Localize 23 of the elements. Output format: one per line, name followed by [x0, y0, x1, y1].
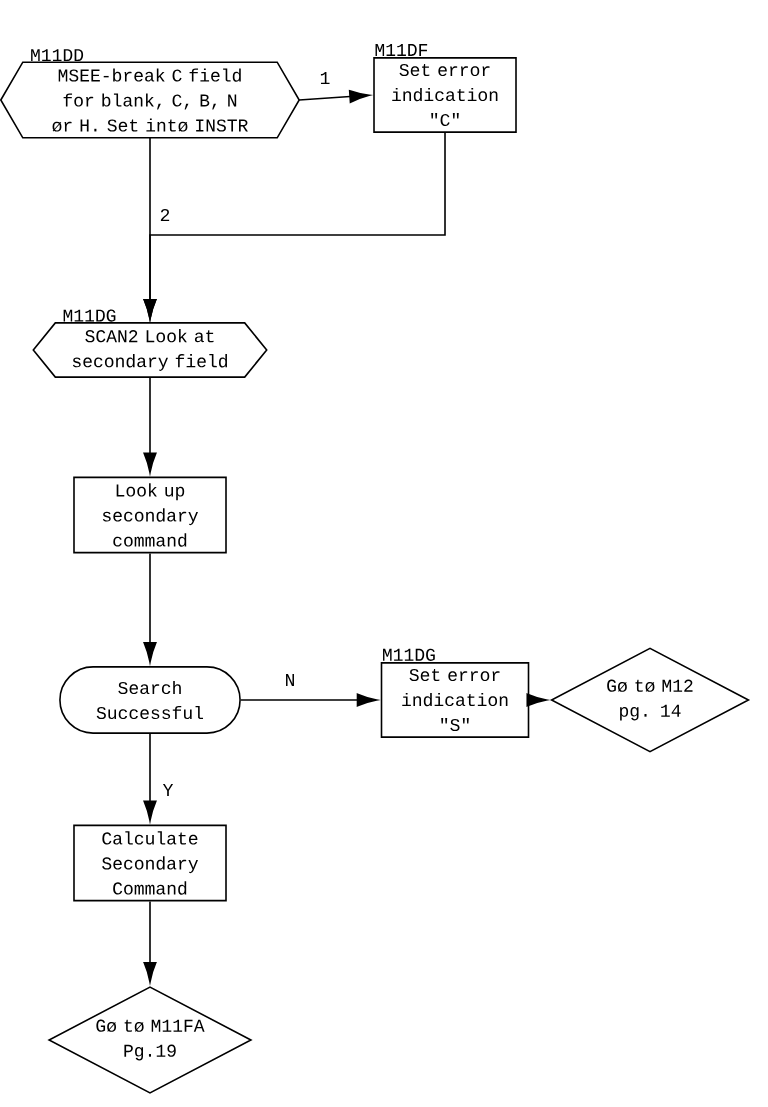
arrow	[526, 693, 548, 707]
edge-label: Y	[162, 784, 174, 796]
step-label: M11DG	[63, 309, 116, 322]
arrow	[143, 376, 157, 474]
preparation-hexagon: MSEE-break C field for blank, C, B, N ør H. Set intø INSTR	[0, 61, 301, 139]
process-box: Look up secondary command	[73, 476, 227, 554]
process-box: Calculate Secondary Command	[73, 824, 227, 902]
arrow	[143, 900, 157, 983]
arrow	[240, 693, 378, 707]
step-label: M11DG	[383, 648, 435, 661]
decision-terminal: Search Successful	[59, 666, 241, 734]
step-label: M11DF	[375, 44, 428, 56]
arrow	[143, 132, 446, 320]
preparation-hexagon: SCAN2 Look at secondary field	[32, 322, 268, 378]
edge-label: 2	[160, 209, 170, 221]
edge-label: N	[286, 674, 294, 686]
step-label: M11DD	[31, 49, 84, 61]
arrow	[298, 90, 370, 104]
arrow	[143, 733, 157, 822]
process-box: Set error indication "S"	[380, 662, 530, 738]
edge-label: 1	[320, 72, 330, 84]
arrow	[143, 552, 157, 663]
process-box: Set error indication "C"	[373, 57, 517, 133]
